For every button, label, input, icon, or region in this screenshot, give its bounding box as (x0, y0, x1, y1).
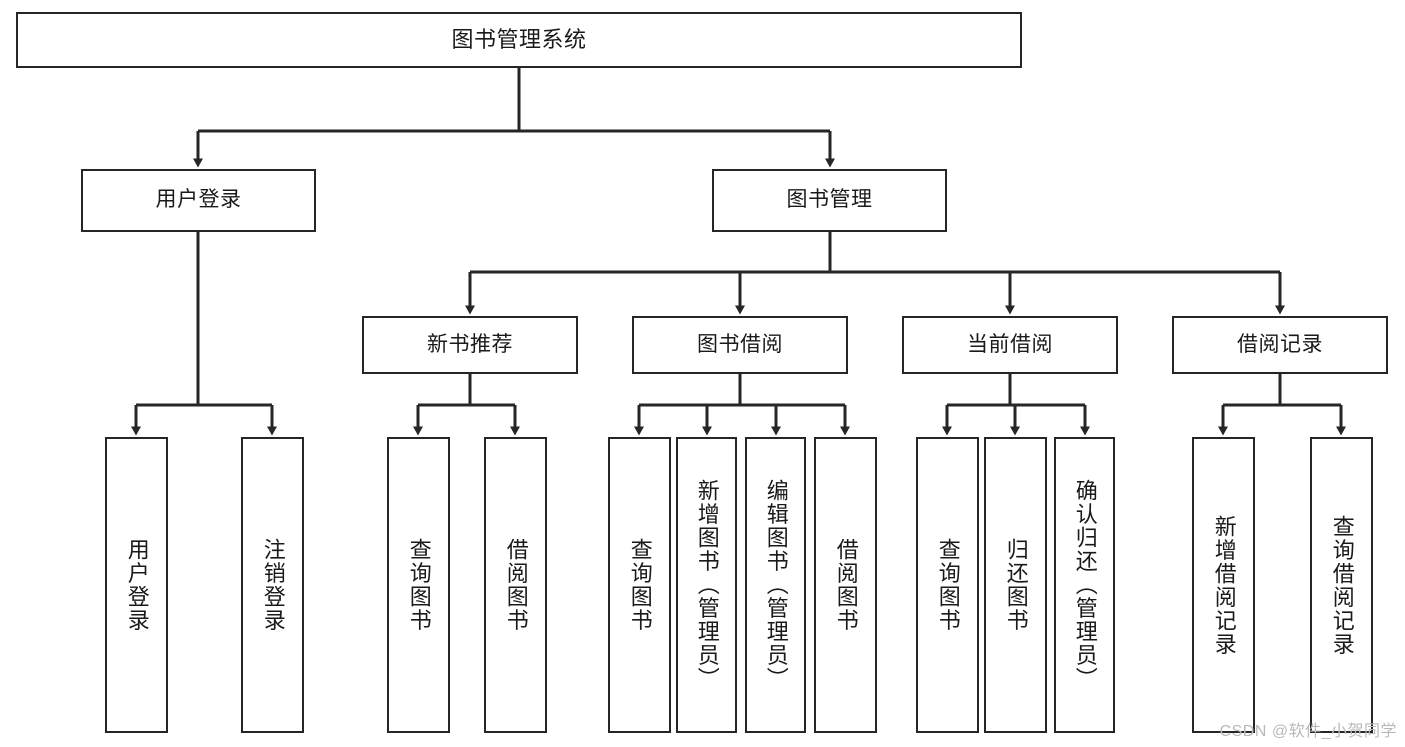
node-module-new-book-recommend[interactable]: 新书推荐 (362, 316, 578, 374)
node-leaf-borrow-books[interactable]: 借阅图书 (814, 437, 877, 733)
node-label: 用户登录 (155, 188, 242, 212)
node-root-system[interactable]: 图书管理系统 (16, 12, 1022, 68)
node-label: 确认归还（管理员） (1072, 479, 1098, 691)
node-leaf-confirm-return-admin[interactable]: 确认归还（管理员） (1054, 437, 1115, 733)
node-label: 借阅图书 (833, 538, 859, 632)
node-label: 图书借阅 (697, 332, 783, 356)
node-branch-user-login[interactable]: 用户登录 (81, 169, 316, 232)
node-branch-book-management[interactable]: 图书管理 (712, 169, 947, 232)
node-label: 新增图书（管理员） (694, 479, 720, 691)
node-label: 查询图书 (627, 538, 653, 632)
node-label: 新书推荐 (427, 332, 513, 356)
node-label: 新增借阅记录 (1211, 514, 1237, 656)
node-label: 借阅记录 (1237, 332, 1323, 356)
node-leaf-add-book-admin[interactable]: 新增图书（管理员） (676, 437, 737, 733)
node-leaf-logout[interactable]: 注销登录 (241, 437, 304, 733)
node-module-current-borrow[interactable]: 当前借阅 (902, 316, 1118, 374)
node-label: 查询图书 (406, 538, 432, 632)
node-label: 图书管理系统 (451, 27, 587, 53)
node-label: 归还图书 (1003, 538, 1029, 632)
node-label: 编辑图书（管理员） (763, 479, 789, 691)
node-label: 注销登录 (260, 538, 286, 632)
node-leaf-query-books-current[interactable]: 查询图书 (916, 437, 979, 733)
node-module-book-borrow[interactable]: 图书借阅 (632, 316, 848, 374)
node-leaf-return-books[interactable]: 归还图书 (984, 437, 1047, 733)
node-leaf-query-books-borrow[interactable]: 查询图书 (608, 437, 671, 733)
node-leaf-borrow-books-recommend[interactable]: 借阅图书 (484, 437, 547, 733)
node-label: 借阅图书 (503, 538, 529, 632)
node-label: 查询借阅记录 (1329, 514, 1355, 656)
node-label: 用户登录 (124, 538, 150, 632)
node-leaf-user-login[interactable]: 用户登录 (105, 437, 168, 733)
node-module-borrow-records[interactable]: 借阅记录 (1172, 316, 1388, 374)
node-leaf-edit-book-admin[interactable]: 编辑图书（管理员） (745, 437, 806, 733)
node-label: 图书管理 (786, 188, 873, 212)
node-leaf-query-borrow-record[interactable]: 查询借阅记录 (1310, 437, 1373, 733)
node-leaf-query-books-recommend[interactable]: 查询图书 (387, 437, 450, 733)
node-leaf-add-borrow-record[interactable]: 新增借阅记录 (1192, 437, 1255, 733)
node-label: 当前借阅 (967, 332, 1053, 356)
node-label: 查询图书 (935, 538, 961, 632)
watermark: CSDN @软件_小贺同学 (1219, 723, 1397, 740)
